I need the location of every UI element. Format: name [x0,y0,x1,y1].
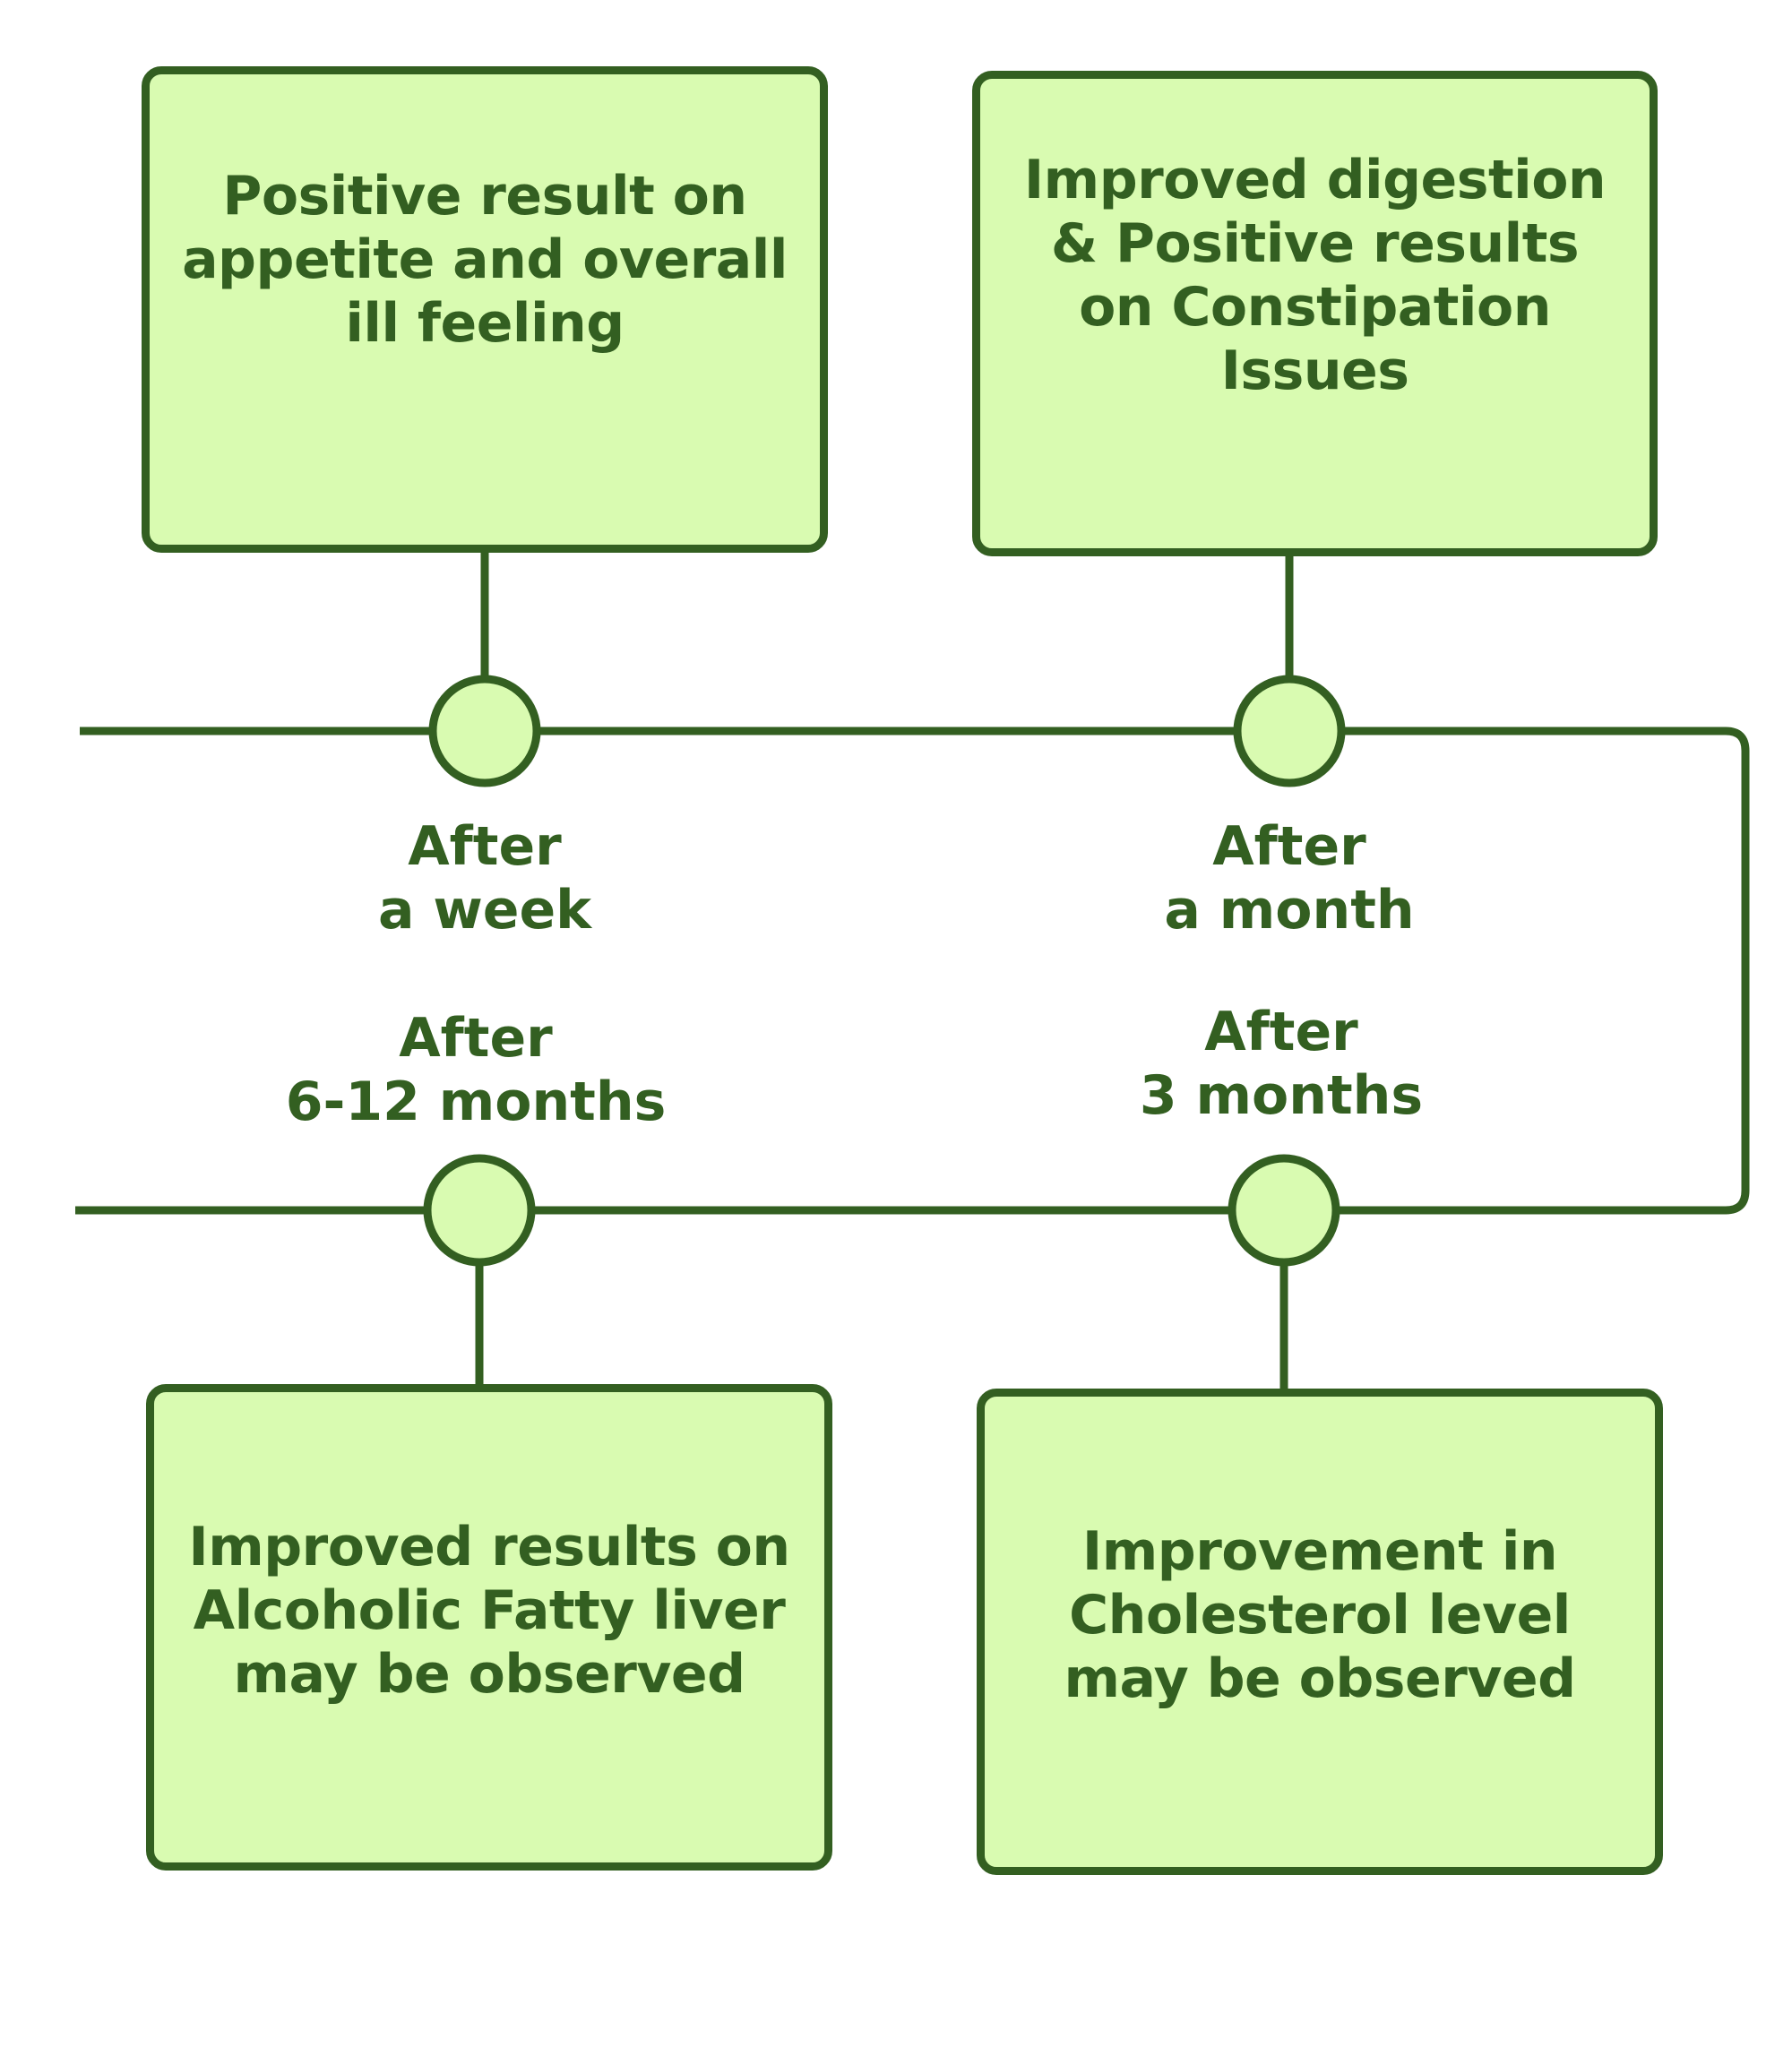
milestone-label-month: After a month [1164,815,1414,942]
milestone-node-six-twelve-months [423,1154,536,1267]
milestone-description: Improved digestion & Positive results on… [1023,149,1607,402]
milestone-node-month [1233,675,1346,787]
milestone-label-line1: After [408,815,562,878]
milestone-label-six-twelve-months: After 6-12 months [286,1007,667,1134]
milestone-label-line2: 6-12 months [285,1071,667,1133]
milestone-description: Positive result on appetite and overall … [182,165,788,355]
milestone-box-month: Improved digestion & Positive results on… [972,71,1658,556]
milestone-label-line2: 3 months [1139,1064,1424,1127]
milestone-description: Improvement in Cholesterol level may be … [1064,1520,1576,1710]
milestone-label-line2: a month [1164,879,1415,942]
milestone-node-three-months [1228,1154,1340,1267]
milestone-node-week [428,675,541,787]
milestone-label-three-months: After 3 months [1140,1001,1423,1128]
milestone-label-line2: a week [377,879,592,942]
milestone-description: Improved results on Alcoholic Fatty live… [188,1516,790,1706]
milestone-box-week: Positive result on appetite and overall … [142,66,828,553]
milestone-label-line1: After [1204,1001,1358,1063]
milestone-label-week: After a week [378,815,591,942]
milestone-label-line1: After [399,1007,553,1070]
milestone-box-three-months: Improvement in Cholesterol level may be … [977,1389,1663,1875]
timeline-path [75,727,1750,1215]
milestone-box-six-twelve-months: Improved results on Alcoholic Fatty live… [146,1384,832,1871]
milestone-label-line1: After [1212,815,1366,878]
